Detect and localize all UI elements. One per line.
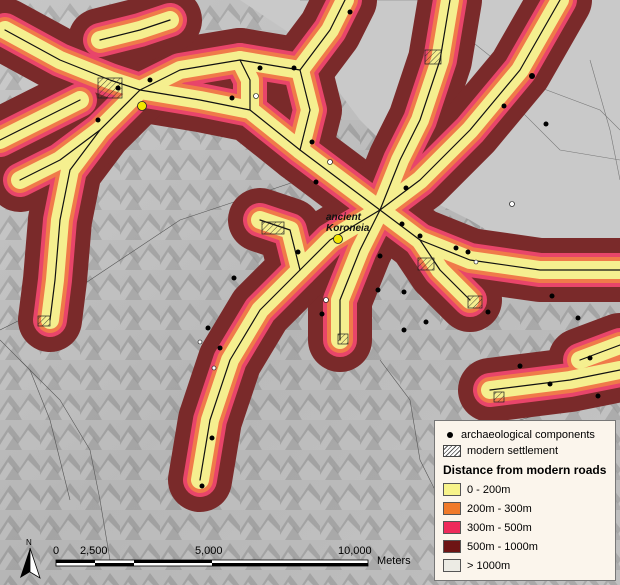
archaeological-point-icon <box>403 185 409 191</box>
modern-settlement-icon <box>337 333 349 345</box>
archaeological-point-icon <box>485 309 491 315</box>
archaeological-point-icon <box>453 245 459 251</box>
archaeological-point-icon <box>347 9 353 15</box>
legend-settlement-label: modern settlement <box>467 445 559 457</box>
archaeological-point-icon <box>375 287 381 293</box>
legend-class-label: > 1000m <box>467 559 511 572</box>
ancient-koroneia-marker[interactable] <box>333 234 343 244</box>
archaeological-point-icon <box>547 381 553 387</box>
archaeological-point-icon <box>217 345 223 351</box>
archaeological-point-icon <box>313 179 319 185</box>
archaeological-point-icon <box>447 432 453 438</box>
scale-bar <box>55 559 369 567</box>
legend-settlement-row: modern settlement <box>443 445 558 457</box>
modern-settlements <box>37 49 505 403</box>
place-label-line1: ancient <box>326 212 362 223</box>
legend-class-label: 0 - 200m <box>467 483 511 496</box>
legend-swatch <box>443 483 461 496</box>
archaeological-point-icon <box>199 483 205 489</box>
archaeological-point-icon <box>229 95 235 101</box>
archaeological-point-icon <box>399 221 405 227</box>
north-arrow-icon <box>20 547 41 579</box>
archaeological-point-icon <box>501 103 507 109</box>
archaeological-point-icon <box>465 249 471 255</box>
legend-points-row: archaeological components <box>443 429 595 441</box>
legend-class-label: 300m - 500m <box>467 521 532 534</box>
archaeological-point-icon <box>327 159 333 165</box>
modern-settlement-icon <box>467 295 483 309</box>
archaeological-point-icon <box>549 293 555 299</box>
modern-settlement-icon <box>261 221 285 235</box>
archaeological-point-icon <box>473 259 479 265</box>
modern-settlement-icon <box>493 391 505 403</box>
archaeological-point-icon <box>319 311 325 317</box>
track-line <box>19 359 111 561</box>
archaeological-point-icon <box>587 355 593 361</box>
archaeological-point-icon <box>231 275 237 281</box>
archaeological-point-icon <box>575 315 581 321</box>
archaeological-point-icon <box>205 325 211 331</box>
legend-class-label: 200m - 300m <box>467 502 532 515</box>
archaeological-point-icon <box>211 365 217 371</box>
archaeological-point-icon <box>309 139 315 145</box>
archaeological-point-icon <box>323 297 329 303</box>
place-label-koroneia: ancient Koroneia <box>326 212 369 234</box>
scale-tick-2500: 2,500 <box>80 545 108 557</box>
legend-class-row: > 1000m <box>443 559 510 572</box>
scale-unit: Meters <box>377 555 411 567</box>
scale-tick-0: 0 <box>53 545 60 557</box>
modern-settlement-icon <box>443 445 461 457</box>
archaeological-point-icon <box>147 77 153 83</box>
archaeological-point-icon <box>509 201 515 207</box>
archaeological-point-icon <box>377 253 383 259</box>
legend-swatch <box>443 521 461 534</box>
modern-settlement-icon <box>424 49 442 65</box>
archaeological-point-icon <box>401 289 407 295</box>
archaeological-points <box>95 9 601 489</box>
legend-class-row: 200m - 300m <box>443 502 532 515</box>
archaeological-point-icon <box>417 233 423 239</box>
legend-points-label: archaeological components <box>461 429 595 441</box>
archaeological-point-icon <box>291 65 297 71</box>
legend-class-row: 500m - 1000m <box>443 540 538 553</box>
archaeological-point-icon <box>115 85 121 91</box>
archaeological-point-icon <box>95 117 101 123</box>
legend-class-row: 0 - 200m <box>443 483 510 496</box>
legend-class-row: 300m - 500m <box>443 521 532 534</box>
legend-title: Distance from modern roads <box>443 463 607 477</box>
track-line <box>0 339 71 501</box>
major-site-marker[interactable] <box>137 101 147 111</box>
scale-tick-5000: 5,000 <box>195 545 223 557</box>
archaeological-point-icon <box>197 339 203 345</box>
legend-class-label: 500m - 1000m <box>467 540 538 553</box>
archaeological-point-icon <box>253 93 259 99</box>
archaeological-point-icon <box>401 327 407 333</box>
archaeological-points-open <box>197 93 515 371</box>
map-legend: archaeological components modern settlem… <box>434 420 616 581</box>
archaeological-point-icon <box>517 363 523 369</box>
scale-tick-10000: 10,000 <box>338 545 372 557</box>
modern-settlement-icon <box>417 257 435 271</box>
field-boundary <box>589 59 620 181</box>
archaeological-point-icon <box>423 319 429 325</box>
archaeological-point-icon <box>295 249 301 255</box>
archaeological-point-icon <box>543 121 549 127</box>
track-line <box>379 359 441 501</box>
archaeological-point-icon <box>257 65 263 71</box>
archaeological-point-icon <box>595 393 601 399</box>
legend-swatch <box>443 502 461 515</box>
modern-settlement-icon <box>37 315 51 327</box>
legend-swatch <box>443 559 461 572</box>
archaeological-point-icon <box>529 73 535 79</box>
legend-swatch <box>443 540 461 553</box>
place-label-line2: Koroneia <box>326 223 370 234</box>
modern-settlement-icon <box>97 77 123 99</box>
north-label: N <box>26 538 32 547</box>
archaeological-point-icon <box>209 435 215 441</box>
